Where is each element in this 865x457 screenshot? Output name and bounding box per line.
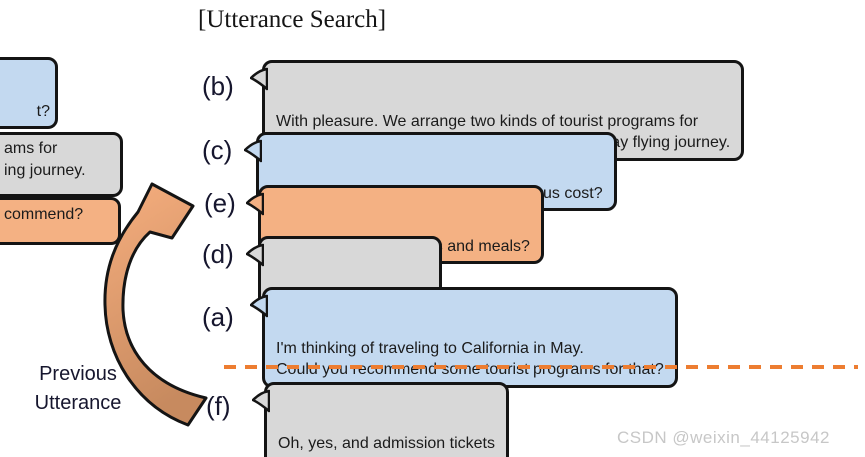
utterance-label-c: (c) [202,135,233,165]
watermark-text: CSDN @weixin_44125942 [617,428,830,447]
utterance-label-f: (f) [206,391,231,421]
utterance-label-e: (e) [204,188,236,218]
speech-tail-icon [252,389,270,413]
utterance-bubble-a: I'm thinking of traveling to California … [250,287,678,388]
left-fragment-text: ams for ing journey. [4,140,86,179]
utterance-bubble-f: Oh, yes, and admission tickets for place… [252,382,509,457]
utterance-label-d: (d) [202,239,234,269]
dashed-separator-line [224,365,858,369]
speech-tail-icon [244,139,262,163]
utterance-label-a: (a) [202,302,234,332]
previous-utterance-arrow-icon [103,182,208,427]
previous-utterance-caption: Previous Utterance [34,363,122,414]
speech-tail-icon [250,294,268,318]
left-fragment-bubble-gray: ams for ing journey. [0,132,123,197]
left-fragment-bubble-orange: commend? [0,197,121,245]
utterance-text-a: I'm thinking of traveling to California … [276,339,664,379]
left-fragment-bubble-blue: t? [0,57,58,129]
figure-title: [Utterance Search] [198,6,387,33]
left-fragment-text: t? [36,103,50,121]
speech-tail-icon [246,192,264,216]
utterance-label-b: (b) [202,71,234,101]
speech-tail-icon [250,67,268,91]
speech-tail-icon [246,243,264,267]
utterance-text-f: Oh, yes, and admission tickets for place… [278,434,495,457]
left-fragment-text: commend? [4,206,84,223]
